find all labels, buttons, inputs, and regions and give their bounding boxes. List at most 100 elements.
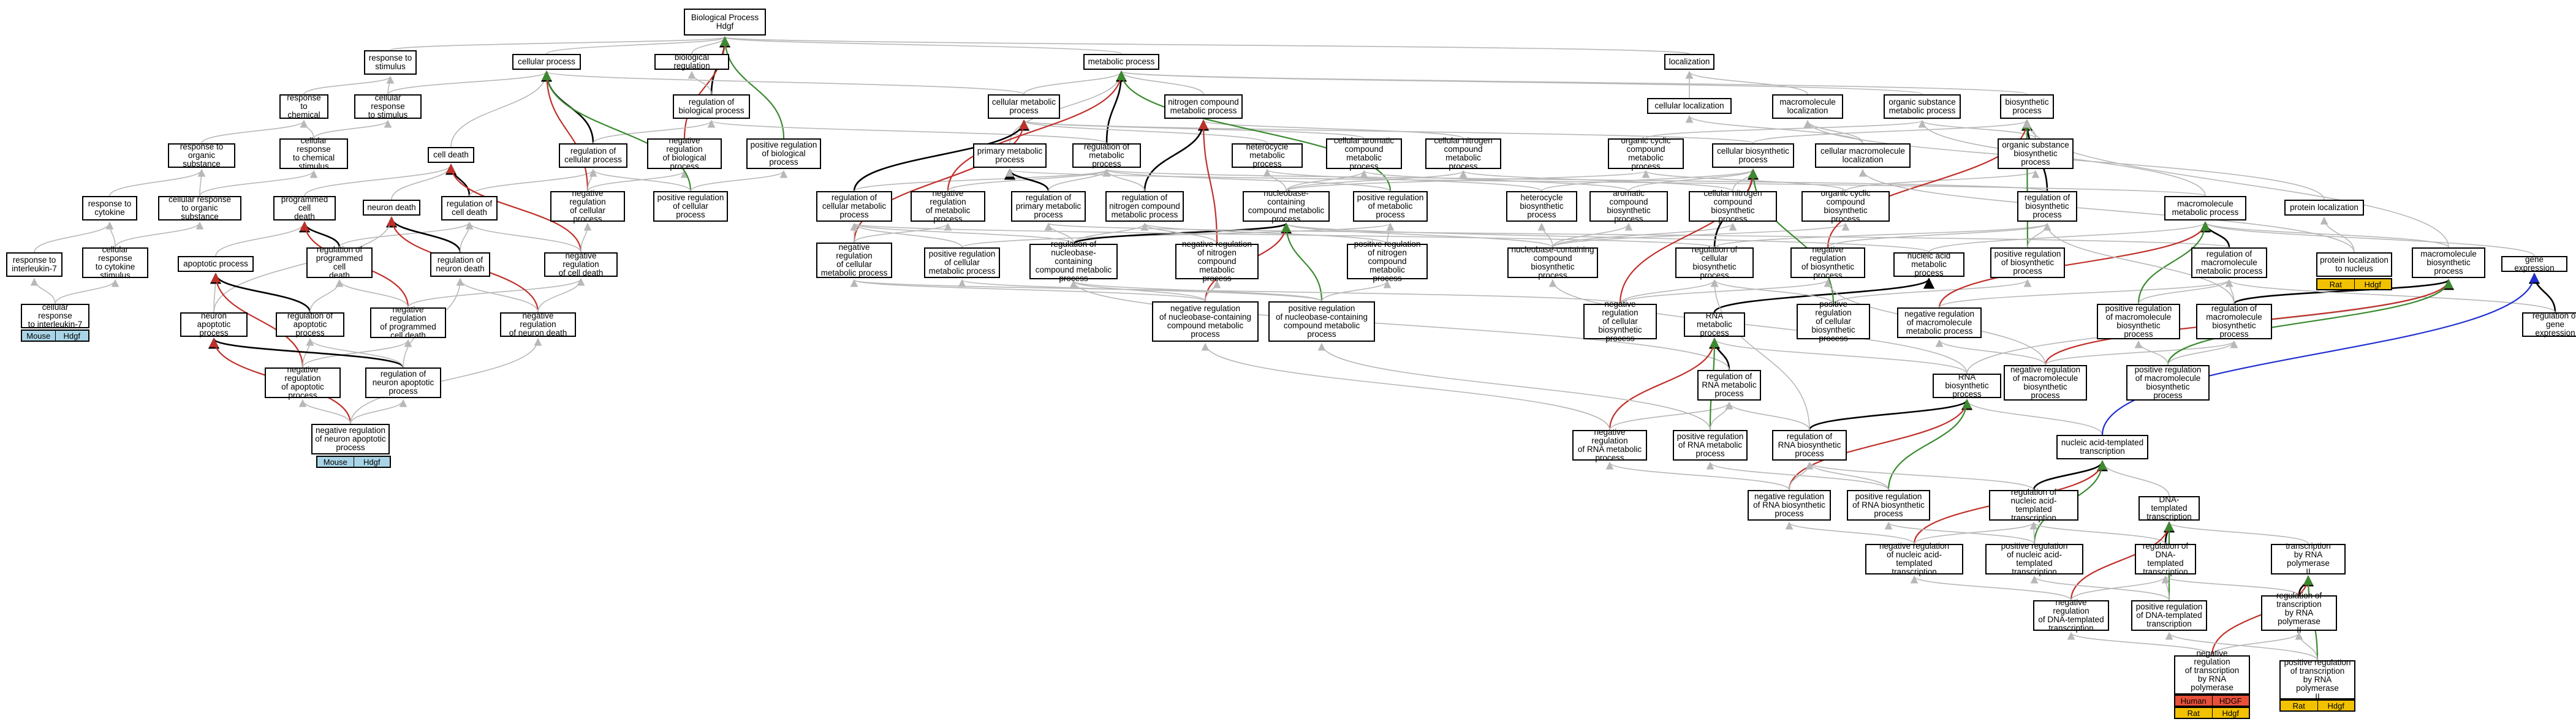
- go-term-programmed-cell-death[interactable]: programmed cell death: [273, 195, 336, 221]
- go-term-heterocycle-biosynthetic[interactable]: heterocycle biosynthetic process: [1506, 191, 1577, 222]
- go-term-reg-macromolecule-mp[interactable]: regulation of macromolecule metabolic pr…: [2191, 247, 2267, 278]
- go-term-reg-neuron-apoptotic-process[interactable]: regulation of neuron apoptotic process: [365, 367, 441, 398]
- go-term-neg-reg-macromolecule-biosynthetic2[interactable]: negative regulation of macromolecule bio…: [2004, 365, 2087, 401]
- go-term-dna-templated-transcription[interactable]: DNA-templated transcription: [2138, 495, 2200, 521]
- go-term-metabolic-process[interactable]: metabolic process: [1083, 54, 1159, 70]
- go-term-neg-reg-neuron-apoptotic-process[interactable]: negative regulation of neuron apoptotic …: [311, 424, 390, 454]
- go-term-neg-reg-dna-templated[interactable]: negative regulation of DNA-templated tra…: [2033, 598, 2109, 633]
- go-term-nucleobase-biosynthetic[interactable]: nucleobase-containing compound biosynthe…: [1507, 246, 1598, 280]
- go-term-reg-dna-templated[interactable]: regulation of DNA-templated transcriptio…: [2135, 542, 2196, 576]
- go-term-biological-regulation[interactable]: biological regulation: [654, 53, 729, 70]
- go-term-nucleic-acid-templated-transcription[interactable]: nucleic acid-templated transcription: [2056, 435, 2148, 459]
- go-term-cellular-response-to-chemical[interactable]: cellular response to chemical stimulus: [279, 137, 348, 171]
- go-term-organic-substance-mp[interactable]: organic substance metabolic process: [1884, 94, 1961, 119]
- go-term-biosynthetic-process[interactable]: biosynthetic process: [2000, 94, 2054, 119]
- go-term-reg-programmed-cell-death[interactable]: regulation of programmed cell death: [306, 246, 373, 280]
- go-term-pos-reg-cellular-mp[interactable]: positive regulation of cellular metaboli…: [924, 247, 1000, 278]
- go-term-heterocycle-mp[interactable]: heterocycle metabolic process: [1232, 143, 1303, 168]
- go-term-reg-apoptotic-process[interactable]: regulation of apoptotic process: [276, 312, 344, 337]
- go-term-pos-reg-nucleobase-mp[interactable]: positive regulation of nucleobase-contai…: [1268, 301, 1375, 342]
- go-term-cellular-response-to-organic[interactable]: cellular response to organic substance: [158, 195, 241, 221]
- go-term-neg-reg-nucleobase-mp[interactable]: negative regulation of nucleobase-contai…: [1152, 301, 1259, 342]
- go-term-cellular-nitrogen-mp[interactable]: cellular nitrogen compound metabolic pro…: [1425, 137, 1501, 171]
- go-term-macromolecule-localization[interactable]: macromolecule localization: [1772, 94, 1843, 119]
- go-term-reg-gene-expression[interactable]: regulation of gene expression: [2522, 312, 2576, 337]
- go-term-pos-reg-rna-mp[interactable]: positive regulation of RNA metabolic pro…: [1673, 430, 1748, 461]
- go-term-reg-biosynthetic[interactable]: regulation of biosynthetic process: [2017, 191, 2077, 222]
- go-term-cellular-biosynthetic[interactable]: cellular biosynthetic process: [1712, 143, 1794, 168]
- go-term-protein-localization-nucleus[interactable]: protein localization to nucleus: [2316, 252, 2392, 277]
- go-term-transcription-rnap2[interactable]: transcription by RNA polymerase II: [2271, 542, 2346, 576]
- go-term-reg-macromolecule-biosynthetic[interactable]: regulation of macromolecule biosynthetic…: [2196, 304, 2272, 339]
- go-term-neg-reg-rna-biosynthetic[interactable]: negative regulation of RNA biosynthetic …: [1748, 490, 1831, 521]
- go-term-neg-reg-mp[interactable]: negative regulation of metabolic process: [911, 189, 985, 224]
- go-term-cellular-response-to-stimulus[interactable]: cellular response to stimulus: [354, 94, 422, 119]
- go-term-regulation-cellular-process[interactable]: regulation of cellular process: [559, 143, 627, 168]
- go-term-neg-reg-macromolecule-biosynthetic[interactable]: negative regulation of macromolecule met…: [1897, 307, 1982, 338]
- go-term-regulation-cell-death[interactable]: regulation of cell death: [441, 196, 498, 220]
- go-term-reg-nucleic-acid-templated[interactable]: regulation of nucleic acid-templated tra…: [1989, 488, 2078, 522]
- go-term-cellular-macromolecule-localization[interactable]: cellular macromolecule localization: [1815, 143, 1911, 168]
- go-term-neg-reg-rna-mp[interactable]: negative regulation of RNA metabolic pro…: [1572, 428, 1647, 462]
- go-term-pos-reg-macromolecule-mp[interactable]: positive regulation of macromolecule bio…: [2097, 304, 2180, 339]
- go-term-cellular-response-to-cytokine[interactable]: cellular response to cytokine stimulus: [82, 246, 148, 280]
- go-term-cellular-localization[interactable]: cellular localization: [1647, 98, 1732, 114]
- go-term-organic-cyclic-biosynthetic[interactable]: organic cyclic compound biosynthetic pro…: [1801, 189, 1890, 224]
- go-term-pos-reg-bp[interactable]: positive regulation of biological proces…: [746, 138, 821, 169]
- go-term-cell-death[interactable]: cell death: [428, 147, 474, 163]
- go-term-response-to-organic-substance[interactable]: response to organic substance: [168, 143, 235, 168]
- go-term-pos-reg-nitrogen-mp[interactable]: positive regulation of nitrogen compound…: [1347, 240, 1428, 283]
- go-term-reg-cellular-biosynthetic[interactable]: regulation of cellular biosynthetic proc…: [1675, 246, 1754, 280]
- go-term-neg-reg-apoptotic-process[interactable]: negative regulation of apoptotic process: [265, 366, 341, 400]
- go-term-organic-cyclic-mp[interactable]: organic cyclic compound metabolic proces…: [1608, 137, 1684, 171]
- go-term-response-to-il7[interactable]: response to interleukin-7: [6, 252, 63, 277]
- go-term-aromatic-biosynthetic[interactable]: aromatic compound biosynthetic process: [1589, 189, 1668, 224]
- go-term-neg-reg-neuron-death[interactable]: negative regulation of neuron death: [500, 312, 576, 337]
- go-term-protein-localization[interactable]: protein localization: [2284, 200, 2364, 216]
- go-term-reg-neuron-death[interactable]: regulation of neuron death: [430, 252, 490, 277]
- go-term-reg-nucleobase-mp[interactable]: regulation of nucleobase-containing comp…: [1029, 240, 1118, 283]
- go-term-reg-rna-mp[interactable]: regulation of RNA metabolic process: [1697, 370, 1761, 401]
- go-term-pos-reg-macromolecule-biosynthetic[interactable]: positive regulation of macromolecule bio…: [2126, 365, 2210, 401]
- go-term-neg-reg-cell-death[interactable]: negative regulation of cell death: [544, 252, 618, 277]
- go-term-macromolecule-biosynthetic[interactable]: macromolecule biosynthetic process: [2412, 247, 2485, 278]
- go-term-pos-reg-cellular-biosynthetic[interactable]: positive regulation of cellular biosynth…: [1797, 300, 1870, 343]
- go-term-cellular-aromatic-mp[interactable]: cellular aromatic compound metabolic pro…: [1326, 137, 1402, 171]
- go-term-reg-cellular-mp[interactable]: regulation of cellular metabolic process: [816, 191, 892, 222]
- go-term-apoptotic-process[interactable]: apoptotic process: [178, 256, 254, 272]
- go-term-neg-reg-nitrogen-mp[interactable]: negative regulation of nitrogen compound…: [1175, 240, 1259, 283]
- go-term-reg-rna-biosynthetic[interactable]: regulation of RNA biosynthetic process: [1772, 430, 1847, 461]
- go-term-cellular-nitrogen-biosynthetic[interactable]: cellular nitrogen compound biosynthetic …: [1689, 189, 1777, 224]
- go-term-pos-reg-mp[interactable]: positive regulation of metabolic process: [1353, 191, 1428, 222]
- go-term-macromolecule-mp[interactable]: macromolecule metabolic process: [2164, 196, 2246, 220]
- go-term-pos-reg-cellular-process[interactable]: positive regulation of cellular process: [653, 191, 728, 222]
- go-term-nitrogen-compound-mp[interactable]: nitrogen compound metabolic process: [1164, 94, 1243, 119]
- go-term-regulation-bp[interactable]: regulation of biological process: [673, 94, 750, 119]
- go-term-pos-reg-dna-templated[interactable]: positive regulation of DNA-templated tra…: [2131, 600, 2207, 631]
- go-term-pos-reg-nucleic-acid-templated[interactable]: positive regulation of nucleic acid-temp…: [1985, 542, 2083, 576]
- go-term-response-to-cytokine[interactable]: response to cytokine: [82, 196, 137, 220]
- go-term-pos-reg-biosynthetic[interactable]: positive regulation of biosynthetic proc…: [1990, 247, 2065, 278]
- go-term-gene-expression[interactable]: gene expression: [2501, 255, 2567, 273]
- go-term-pos-reg-transcription-rnap2[interactable]: positive regulation of transcription by …: [2279, 658, 2355, 701]
- go-term-neg-reg-cellular-mp[interactable]: negative regulation of cellular metaboli…: [816, 243, 892, 278]
- go-term-cellular-process[interactable]: cellular process: [512, 54, 581, 70]
- go-term-regulation-mp[interactable]: regulation of metabolic process: [1072, 143, 1141, 168]
- go-term-neg-reg-biosynthetic[interactable]: negative regulation of biosynthetic proc…: [1790, 246, 1865, 280]
- go-term-reg-primary-mp[interactable]: regulation of primary metabolic process: [1011, 191, 1086, 222]
- go-term-neuron-death[interactable]: neuron death: [363, 200, 420, 216]
- go-term-cellular-metabolic-process[interactable]: cellular metabolic process: [988, 94, 1060, 119]
- go-term-pos-reg-rna-biosynthetic[interactable]: positive regulation of RNA biosynthetic …: [1847, 490, 1930, 521]
- go-term-reg-transcription-rnap2[interactable]: regulation of transcription by RNA polym…: [2261, 592, 2337, 635]
- go-term-organic-substance-biosynthetic[interactable]: organic substance biosynthetic process: [1998, 138, 2074, 169]
- go-term-response-to-chemical[interactable]: response to chemical: [279, 94, 328, 119]
- go-term-localization[interactable]: localization: [1664, 54, 1714, 70]
- go-term-neg-reg-cellular-biosynthetic[interactable]: negative regulation of cellular biosynth…: [1583, 300, 1657, 343]
- go-term-neg-reg-transcription-rnap2[interactable]: negative regulation of transcription by …: [2174, 649, 2250, 701]
- go-term-nucleobase-mp[interactable]: nucleobase-containing compound metabolic…: [1243, 189, 1330, 224]
- go-term-rna-mp[interactable]: RNA metabolic process: [1684, 312, 1745, 337]
- go-term-bp[interactable]: Biological Process Hdgf: [684, 9, 766, 36]
- go-term-nucleic-acid-mp[interactable]: nucleic acid metabolic process: [1893, 252, 1964, 277]
- go-term-neg-reg-bp[interactable]: negative regulation of biological proces…: [647, 137, 722, 171]
- go-term-response-to-stimulus[interactable]: response to stimulus: [364, 50, 417, 75]
